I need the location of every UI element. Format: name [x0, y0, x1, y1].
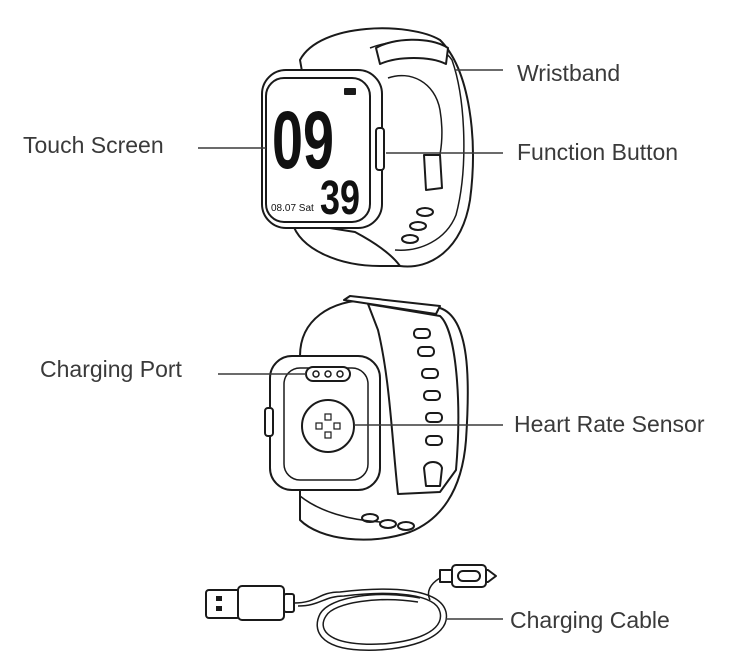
function-button-side	[375, 127, 385, 171]
watch-back-view	[264, 295, 469, 541]
label-charging-cable: Charging Cable	[510, 607, 670, 633]
label-function-button: Function Button	[517, 139, 678, 165]
label-touch-screen: Touch Screen	[23, 132, 164, 158]
charging-cable	[205, 564, 497, 651]
buckle	[423, 154, 443, 191]
touch-screen-display	[265, 77, 371, 223]
label-heart-rate-sensor: Heart Rate Sensor	[514, 411, 705, 437]
display-hour: 09	[272, 95, 334, 186]
heart-rate-sensor-disc	[301, 399, 355, 453]
band-keeper	[375, 38, 449, 65]
watch-front-view: 09 39 08.07 Sat	[261, 27, 474, 268]
display-minute: 39	[320, 172, 360, 225]
charging-port-pins	[305, 366, 351, 382]
strap-holes	[413, 328, 443, 446]
usb-plug	[205, 589, 241, 619]
label-charging-port: Charging Port	[40, 356, 183, 382]
band-holes	[401, 207, 434, 244]
display-date: 08.07 Sat	[271, 203, 314, 214]
label-wristband: Wristband	[517, 60, 620, 86]
battery-icon	[344, 88, 356, 95]
